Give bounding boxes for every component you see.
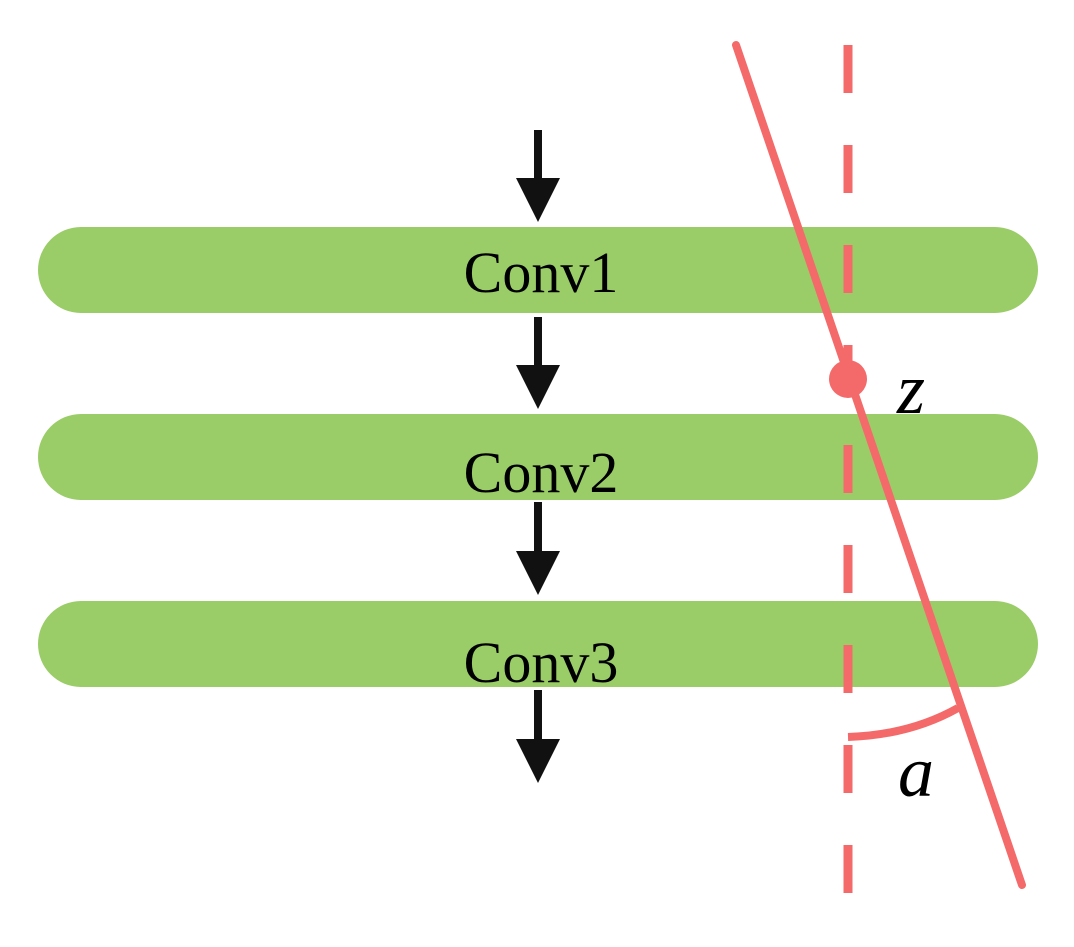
intersection-point-marker [829,360,867,398]
layer-bar-conv1 [38,227,1038,313]
flow-arrow [516,130,560,222]
angle-arc [847,704,960,741]
flow-arrow [516,317,560,409]
angle-label-a: a [898,732,934,812]
point-label-z: z [896,349,925,429]
tilted-line [732,41,1026,889]
flow-arrow [516,690,560,783]
layer-label-conv2: Conv2 [464,440,619,505]
layer-label-conv3: Conv3 [464,630,619,695]
layer-labels: Conv1 Conv2 Conv3 [464,240,619,695]
layer-bar-conv3 [38,601,1038,687]
layer-bars [38,227,1038,687]
flow-arrows [516,130,560,783]
flow-arrow [516,502,560,595]
layer-bar-conv2 [38,414,1038,500]
layer-label-conv1: Conv1 [464,240,619,305]
